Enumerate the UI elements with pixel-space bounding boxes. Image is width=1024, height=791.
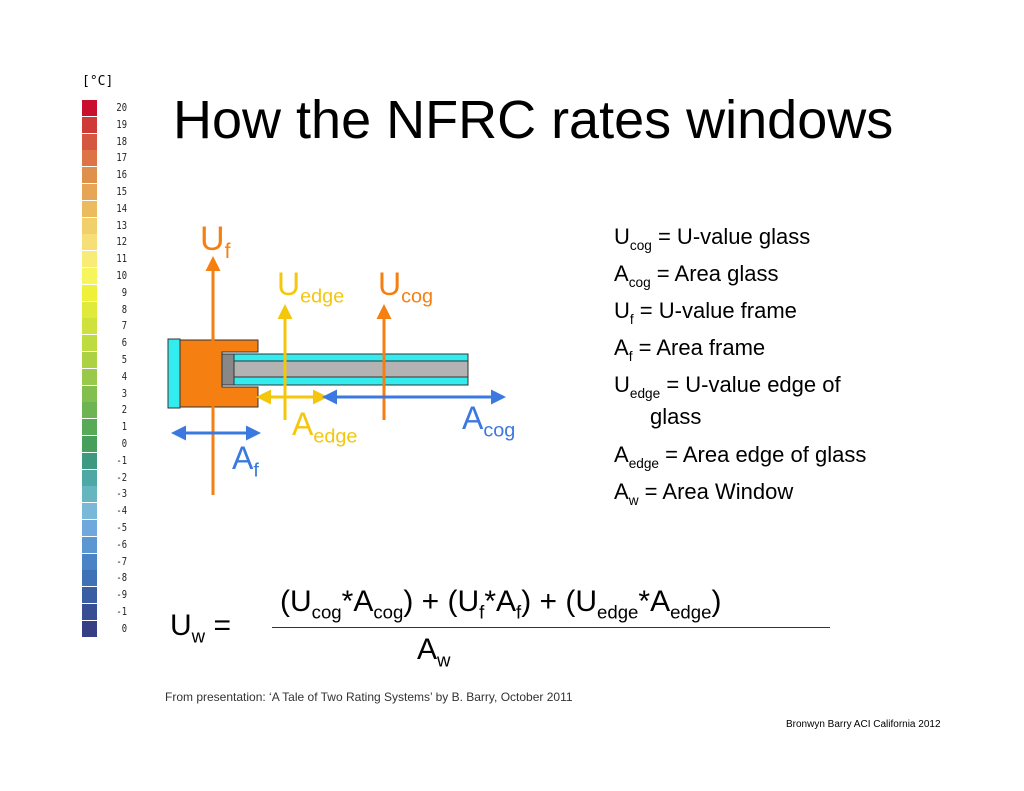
scale-swatch [82,385,97,402]
scale-swatch [82,301,97,318]
scale-tick-label: 11 [116,252,127,266]
scale-tick-label: 0 [121,621,127,635]
definition-u-edge-continued: glass [650,404,702,429]
scale-swatch [82,620,97,637]
scale-swatch [82,503,97,520]
scale-swatch [82,553,97,570]
glass-pane-top [231,353,469,362]
definition-a-w: Aw = Area Window [614,479,794,509]
scale-tick-label: 15 [116,185,127,198]
u-cog-label: Ucog [378,266,434,308]
scale-tick-label: 17 [116,151,127,165]
definition-u-edge: Uedge = U-value edge of [614,372,841,402]
scale-swatch [82,587,97,604]
scale-swatch [82,234,97,251]
definition-a-cog: Acog = Area glass [614,261,779,291]
scale-swatch [82,184,97,200]
scale-swatch [82,217,97,234]
definition-a-edge: Aedge = Area edge of glass [614,442,867,472]
scale-tick-label: 0 [121,437,127,450]
scale-tick-label: -5 [116,521,127,534]
scale-tick-label: 13 [116,218,127,232]
scale-tick-label: 5 [121,353,127,366]
scale-tick-label: -7 [116,554,127,568]
scale-tick-label: 16 [116,168,127,182]
scale-tick-label: 12 [116,235,127,249]
scale-tick-label: 3 [121,386,127,400]
definition-a-f: Af = Area frame [614,335,766,365]
scale-swatch [82,268,97,284]
scale-swatch [82,116,97,133]
definition-u-f: Uf = U-value frame [614,298,797,328]
scale-tick-label: -1 [116,453,127,467]
scale-tick-label: -6 [116,537,127,551]
scale-swatch [82,469,97,486]
scale-swatch [82,284,97,301]
scale-swatch [82,402,97,419]
scale-swatch [82,133,97,150]
scale-swatch [82,100,97,116]
a-edge-label: Aedge [292,406,358,448]
edge-spacer [221,353,235,386]
scale-swatch [82,452,97,469]
scale-tick-label: 4 [121,369,127,383]
scale-swatch [82,436,97,452]
scale-swatch [82,604,97,620]
scale-tick-label: -4 [116,504,127,518]
definition-u-cog: Ucog = U-value glass [614,224,811,254]
scale-swatch [82,536,97,553]
glass-cavity [231,360,469,378]
scale-swatch [82,200,97,217]
scale-tick-label: 18 [116,134,127,148]
scale-tick-label: 7 [121,319,127,333]
slide-title: How the NFRC rates windows [173,90,894,150]
scale-swatch [82,486,97,503]
scale-swatch [82,318,97,335]
scale-swatch [82,251,97,268]
formula-numerator: (Ucog*Acog) + (Uf*Af) + (Uedge*Aedge) [280,585,722,623]
scale-tick-label: 6 [121,336,127,350]
fraction-bar [272,627,830,628]
author-credit: Bronwyn Barry ACI California 2012 [786,719,941,730]
scale-tick-label: -9 [116,588,127,602]
u-f-label: Uf [200,220,231,263]
a-cog-label: Acog [462,400,516,442]
scale-swatch [82,368,97,385]
scale-swatch [82,520,97,536]
formula-lhs: Uw = [170,609,231,647]
scale-tick-label: 1 [121,420,127,434]
scale-tick-label: 14 [116,201,127,215]
scale-tick-label: -8 [116,571,127,585]
a-f-label: Af [232,440,259,482]
scale-tick-label: -1 [116,605,127,618]
u-edge-label: Uedge [277,266,345,308]
scale-tick-label: 8 [121,302,127,316]
glass-pane-bottom [231,376,469,386]
scale-tick-label: 2 [121,403,127,417]
frame-insulation [167,338,181,409]
scale-swatch [82,352,97,368]
scale-tick-label: 9 [121,285,127,299]
scale-tick-label: -3 [116,487,127,501]
scale-tick-label: -2 [116,470,127,484]
scale-unit-label: [°C] [82,74,114,89]
scale-tick-label: 20 [116,101,127,114]
formula-denominator: Aw [417,633,451,671]
scale-swatch [82,167,97,184]
scale-swatch [82,570,97,587]
scale-swatch [82,150,97,167]
scale-swatch [82,419,97,436]
scale-tick-label: 10 [116,269,127,282]
scale-tick-label: 19 [116,117,127,131]
window-u-value-formula: Uw = (Ucog*Acog) + (Uf*Af) + (Uedge*Aedg… [170,585,840,670]
source-citation: From presentation: ‘A Tale of Two Rating… [165,690,573,704]
scale-swatch [82,335,97,352]
